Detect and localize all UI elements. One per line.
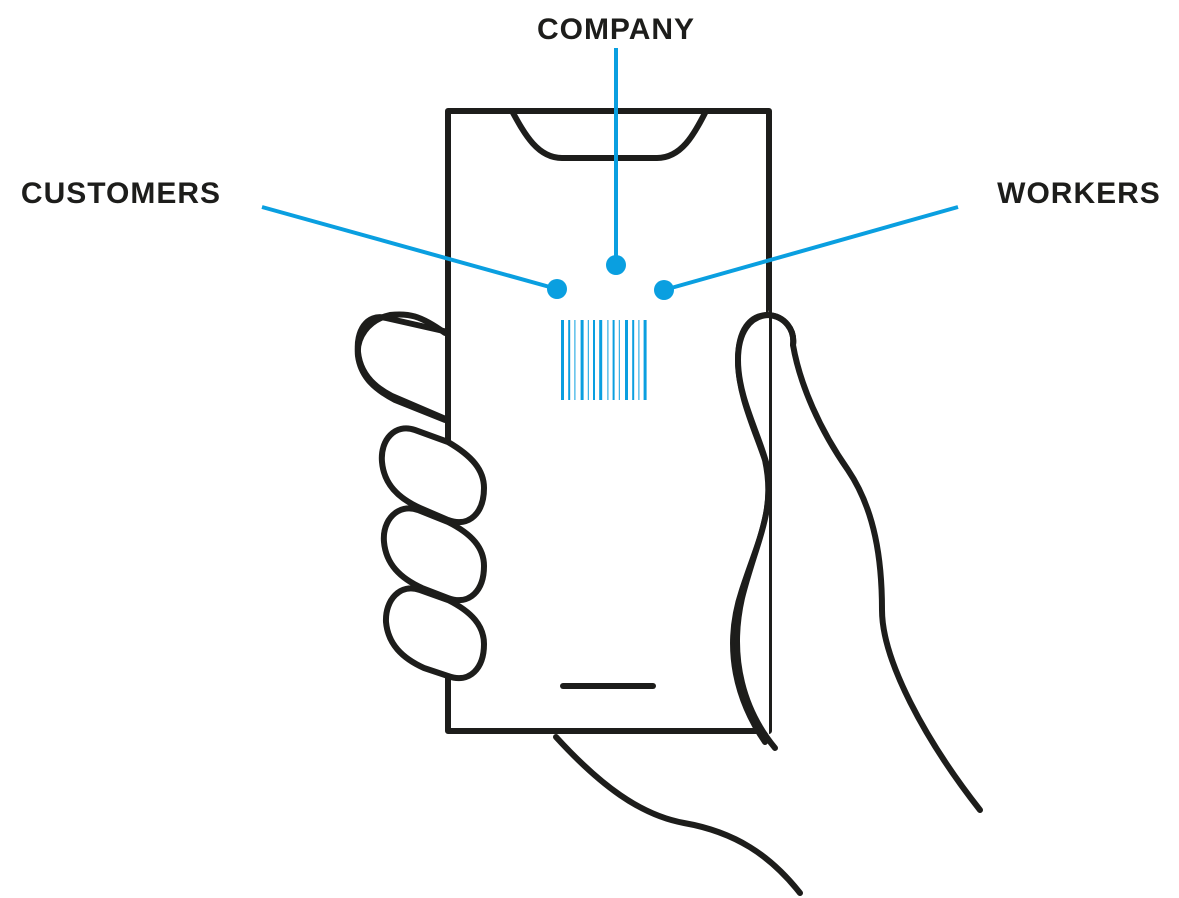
thumb-front (737, 310, 770, 735)
company-label: COMPANY (537, 13, 695, 46)
callout-company: COMPANY (537, 13, 695, 275)
workers-leader-line (663, 205, 959, 292)
customers-dot (547, 279, 567, 299)
barcode-bar (643, 320, 647, 400)
workers-dot (654, 280, 674, 300)
barcode-bar (638, 320, 640, 400)
customers-label: CUSTOMERS (21, 177, 221, 210)
barcode-bar (568, 320, 571, 400)
phone-body (445, 108, 772, 734)
barcode-bar (632, 320, 635, 400)
callout-workers: WORKERS (654, 177, 1161, 300)
workers-label: WORKERS (997, 177, 1161, 210)
barcode-bar (599, 320, 603, 400)
index-finger-outline (354, 311, 448, 423)
barcode-icon (561, 320, 647, 400)
callout-customers: CUSTOMERS (21, 177, 567, 299)
finger-top (378, 425, 487, 525)
company-dot (606, 255, 626, 275)
fingers (354, 311, 487, 681)
phone-notch (509, 108, 709, 161)
barcode-bar (561, 320, 564, 400)
barcode-bar (593, 320, 595, 400)
barcode-bar (587, 320, 589, 400)
barcode-bar (574, 320, 576, 400)
thumb-front-outline (734, 312, 797, 751)
barcode-bar (618, 320, 620, 400)
palm-outline (553, 734, 803, 896)
customers-leader-line (261, 205, 558, 291)
barcode-bar (612, 320, 615, 400)
barcode-bar (625, 320, 628, 400)
barcode-bar (580, 320, 584, 400)
smartphone-icon (445, 108, 772, 734)
finger-bottom (382, 585, 487, 681)
barcode-bar (607, 320, 609, 400)
